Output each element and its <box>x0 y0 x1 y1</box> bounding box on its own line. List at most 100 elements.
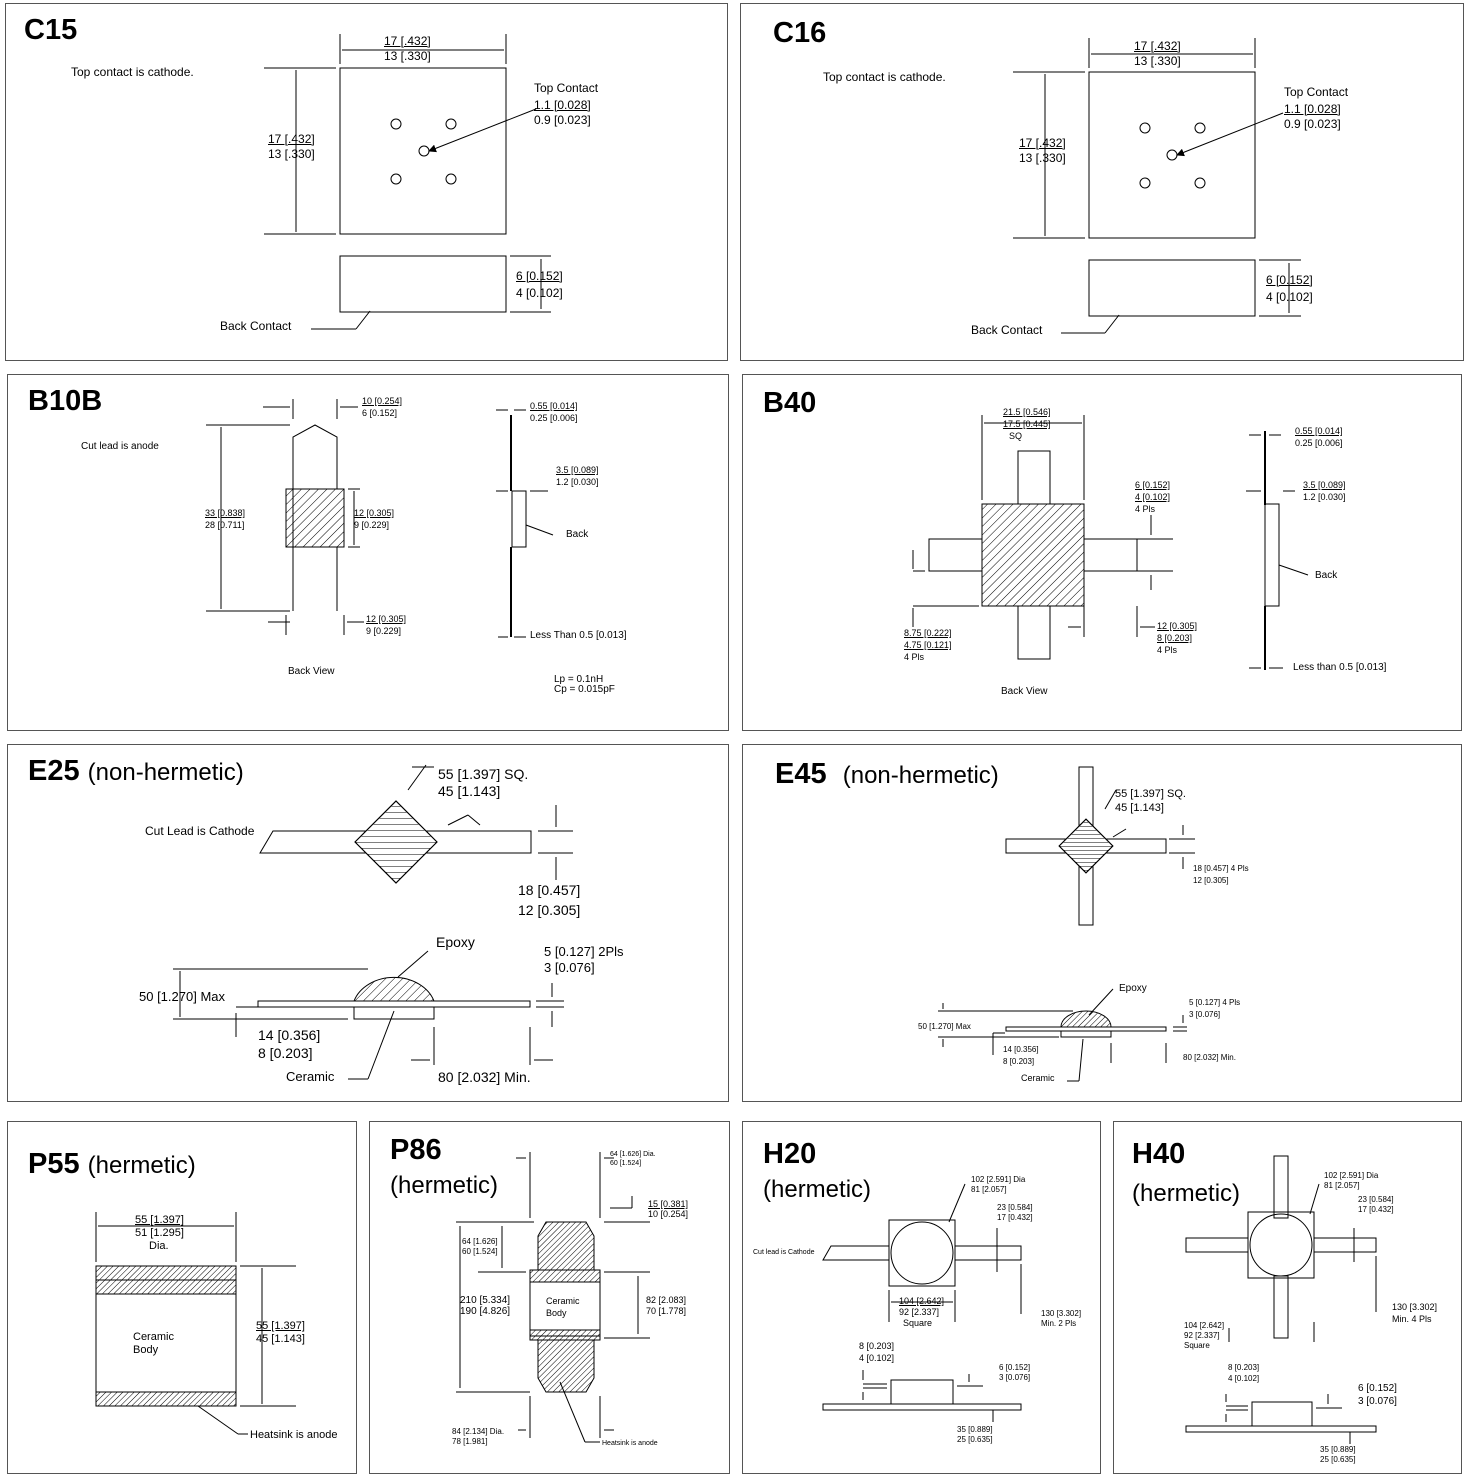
h40-square: Square <box>1184 1341 1210 1350</box>
e45-thick-min: 3 [0.076] <box>1189 1010 1221 1019</box>
p86-dia-min: 60 [1.524] <box>610 1160 642 1167</box>
p55-body-line2: Body <box>133 1344 159 1356</box>
e45-lead-max: 18 [0.457] 4 Pls <box>1193 864 1249 873</box>
e25-thick-min: 3 [0.076] <box>544 960 595 975</box>
c16-thick-min: 4 [0.102] <box>1266 290 1313 304</box>
p55-heatsink: Heatsink is anode <box>250 1429 338 1441</box>
e25-code-label: E25 <box>28 755 80 787</box>
c16-contact-max: 1.1 [0.028] <box>1284 102 1341 116</box>
b40-lead-min: 4 [0.102] <box>1135 492 1171 502</box>
h40-dia-min: 81 [2.057] <box>1324 1181 1360 1190</box>
e45-ceramic-min: 8 [0.203] <box>1003 1057 1035 1066</box>
b10b-back-label: Back <box>566 529 589 540</box>
b40-len-max: 8.75 [0.222] <box>904 628 952 638</box>
e25-max-height: 50 [1.270] Max <box>139 989 225 1004</box>
panel-p86: P86 (hermetic) 64 [1.626] Dia. 60 [1.524… <box>369 1121 730 1474</box>
b40-back-view: Back View <box>1001 686 1048 697</box>
e45-lead-min: 12 [0.305] <box>1193 876 1229 885</box>
c15-contact-min: 0.9 [0.023] <box>534 113 591 127</box>
p86-cap-max: 15 [0.381] <box>648 1199 689 1209</box>
b10b-body-min: 9 [0.229] <box>354 520 390 530</box>
c16-thick-max: 6 [0.152] <box>1266 273 1313 287</box>
e25-sq-min: 45 [1.143] <box>438 783 501 799</box>
c16-height-min: 13 [.330] <box>1019 151 1066 165</box>
e25-sq-max: 55 [1.397] SQ. <box>438 766 529 782</box>
b40-drawing <box>912 415 1309 670</box>
h40-thick-min: 3 [0.076] <box>1358 1396 1397 1407</box>
h20-lead-max: 23 [0.584] <box>997 1203 1033 1212</box>
c15-code: C15 <box>24 14 78 46</box>
b40-width-min: 8 [0.203] <box>1157 633 1193 643</box>
p86-code: P86 <box>390 1134 442 1166</box>
p55-subtitle: (hermetic) <box>87 1152 196 1179</box>
e25-code: E25 (non-hermetic) <box>28 757 244 786</box>
c15-width-min: 13 [.330] <box>384 49 431 63</box>
b10b-lead-max: 12 [0.305] <box>366 614 407 624</box>
b10b-width-max: 10 [0.254] <box>362 396 403 406</box>
e25-lead-min: 12 [0.305] <box>518 902 581 918</box>
h40-height-min: 25 [0.635] <box>1320 1455 1356 1464</box>
h40-length-min: Min. 4 Pls <box>1392 1314 1432 1324</box>
b10b-thick-max: 0.55 [0.014] <box>530 401 578 411</box>
c15-height-max: 17 [.432] <box>268 132 315 146</box>
e45-max-height: 50 [1.270] Max <box>918 1022 971 1031</box>
c16-height-max: 17 [.432] <box>1019 136 1066 150</box>
p55-code: P55 (hermetic) <box>28 1150 196 1179</box>
e45-min-length: 80 [2.032] Min. <box>1183 1053 1236 1062</box>
e45-code-label: E45 <box>775 758 827 790</box>
panel-h40: H40 (hermetic) 102 [2.591] Dia 81 [2.057… <box>1113 1121 1462 1474</box>
b40-lead-pls: 4 Pls <box>1135 504 1156 514</box>
e25-drawing <box>173 764 573 1080</box>
b40-back-label: Back <box>1315 570 1338 581</box>
b10b-lead-min: 9 [0.229] <box>366 626 402 636</box>
p86-cap-min: 10 [0.254] <box>648 1209 689 1219</box>
h40-drawing <box>1185 1155 1377 1444</box>
c16-code: C16 <box>773 17 827 49</box>
panel-b10b: B10B Cut lead is anode 10 [0.254] 6 [0.1… <box>7 374 729 731</box>
p55-drawing <box>95 1212 296 1435</box>
h20-height-min: 25 [0.635] <box>957 1435 993 1444</box>
e45-sq-min: 45 [1.143] <box>1115 802 1164 814</box>
b10b-back-min: 1.2 [0.030] <box>556 477 599 487</box>
c15-width-max: 17 [.432] <box>384 34 431 48</box>
p55-dia-max: 55 [1.397] <box>135 1214 184 1226</box>
b10b-back-view: Back View <box>288 666 335 677</box>
c16-contact-label: Top Contact <box>1284 85 1349 99</box>
e25-subtitle: (non-hermetic) <box>87 759 244 786</box>
panel-e45: E45 (non-hermetic) 55 [1.397] SQ. 45 [1.… <box>742 744 1462 1102</box>
panel-p55: P55 (hermetic) 55 [1.397] 51 [1.295] Dia… <box>7 1121 357 1474</box>
h40-square-max: 104 [2.642] <box>1184 1321 1225 1330</box>
p86-height-max: 210 [5.334] <box>460 1295 511 1306</box>
e25-ceramic: Ceramic <box>286 1069 335 1084</box>
p86-height-min: 190 [4.826] <box>460 1306 511 1317</box>
c15-contact-label: Top Contact <box>534 81 599 95</box>
e25-thick-max: 5 [0.127] 2Pls <box>544 944 624 959</box>
p55-code-label: P55 <box>28 1148 80 1180</box>
p86-end-max: 64 [1.626] <box>462 1237 498 1246</box>
c16-back-contact: Back Contact <box>971 323 1043 337</box>
p86-heatsink: Heatsink is anode <box>602 1440 658 1447</box>
e25-lead-max: 18 [0.457] <box>518 882 581 898</box>
h40-square-min: 92 [2.337] <box>1184 1331 1220 1340</box>
b40-len-pls: 4 Pls <box>904 652 925 662</box>
h40-lead-max: 23 [0.584] <box>1358 1195 1394 1204</box>
h20-code: H20 <box>763 1138 817 1170</box>
b10b-height-max: 33 [0.838] <box>205 508 246 518</box>
b10b-cp: Cp = 0.015pF <box>554 684 615 695</box>
h40-lead-min: 17 [0.432] <box>1358 1205 1394 1214</box>
p86-end-min: 60 [1.524] <box>462 1247 498 1256</box>
b40-back-max: 3.5 [0.089] <box>1303 480 1346 490</box>
e25-cut-lead: Cut Lead is Cathode <box>145 824 255 838</box>
b40-width-pls: 4 Pls <box>1157 645 1178 655</box>
b40-back-min: 1.2 [0.030] <box>1303 492 1346 502</box>
h20-dia-min: 81 [2.057] <box>971 1185 1007 1194</box>
b10b-back-max: 3.5 [0.089] <box>556 465 599 475</box>
h20-square: Square <box>903 1318 933 1328</box>
h20-dia-max: 102 [2.591] Dia <box>971 1175 1026 1184</box>
p55-dia: Dia. <box>149 1240 169 1252</box>
b40-width-max: 12 [0.305] <box>1157 621 1198 631</box>
h20-square-max: 104 [2.642] <box>899 1296 945 1306</box>
b10b-width-min: 6 [0.152] <box>362 408 398 418</box>
b40-sq-max: 21.5 [0.546] <box>1003 407 1051 417</box>
c16-width-min: 13 [.330] <box>1134 54 1181 68</box>
